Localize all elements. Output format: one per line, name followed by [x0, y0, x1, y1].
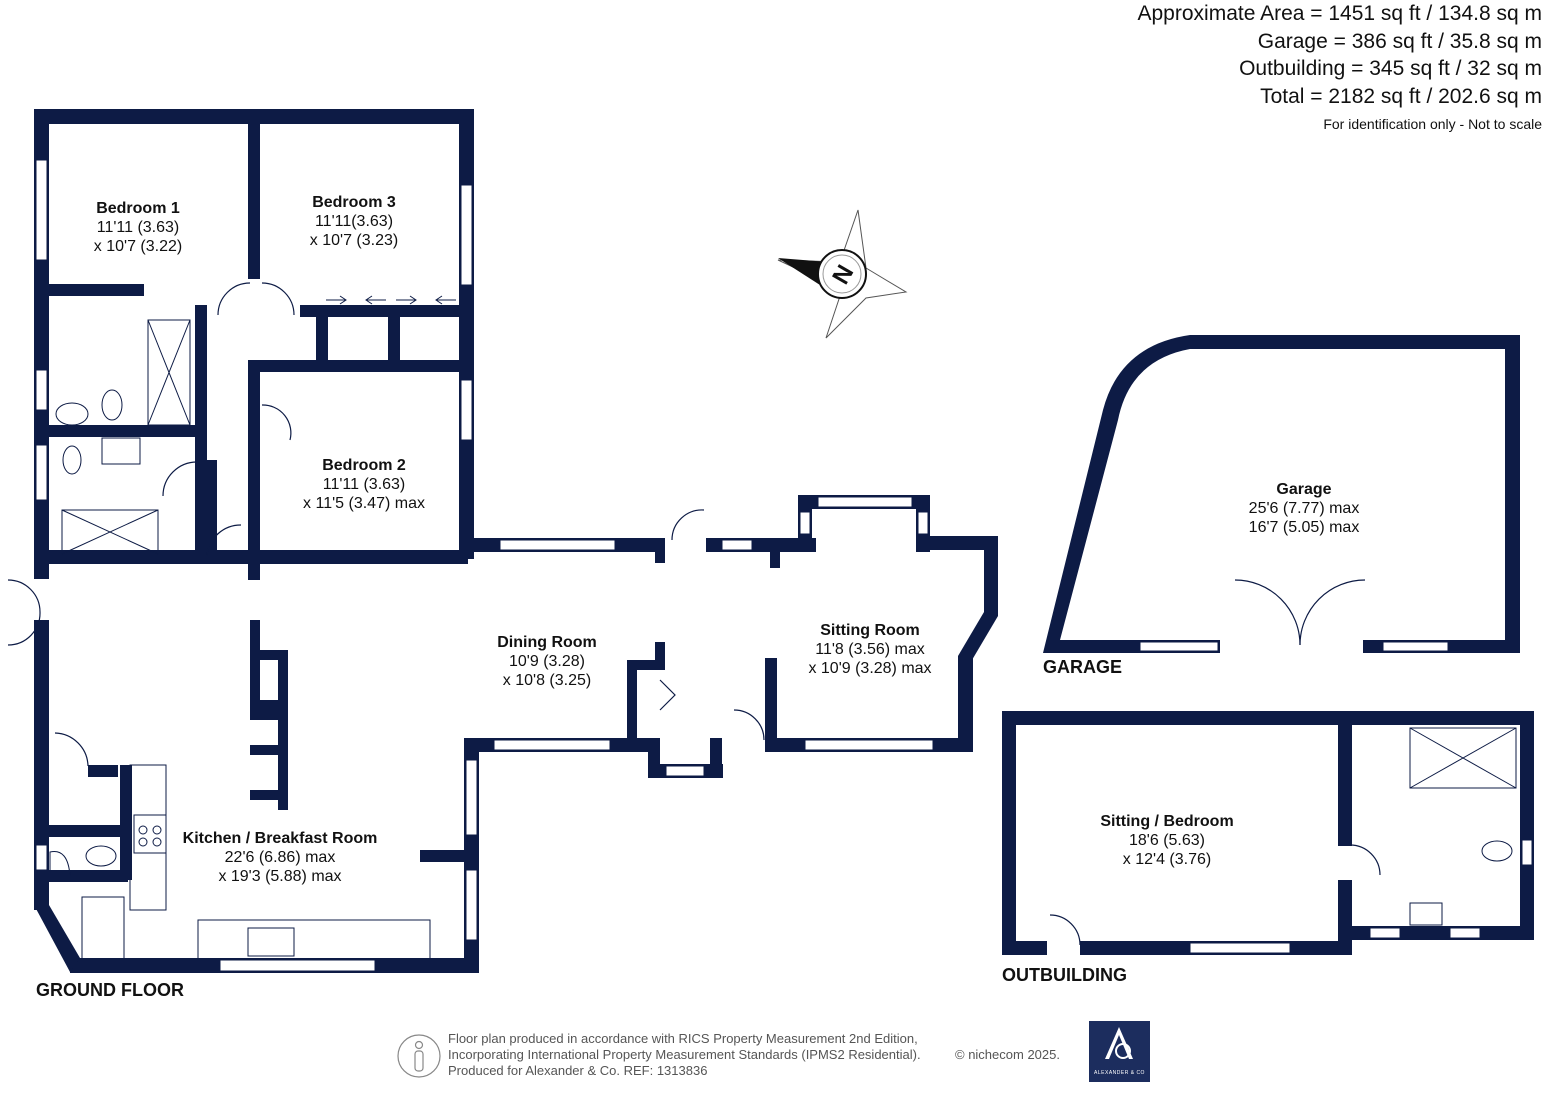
room-name: Bedroom 1 — [96, 200, 180, 217]
total-area: Total = 2182 sq ft / 202.6 sq m — [1260, 84, 1542, 108]
area-summary: Approximate Area = 1451 sq ft / 134.8 sq… — [1138, 0, 1543, 132]
outbuilding-floor-label: OUTBUILDING — [1002, 965, 1127, 985]
room-dim: x 12'4 (3.76) — [1122, 851, 1212, 868]
room-dim: x 19'3 (5.88) max — [218, 868, 342, 885]
room-name: Bedroom 3 — [312, 194, 396, 211]
room-label-kitchen: Kitchen / Breakfast Room 22'6 (6.86) max… — [183, 829, 378, 886]
logo-text: ALEXANDER & CO — [1094, 1070, 1145, 1076]
garage-area: Garage = 386 sq ft / 35.8 sq m — [1257, 29, 1542, 53]
room-name: Bedroom 2 — [322, 457, 406, 474]
garage-floor-label: GARAGE — [1043, 657, 1123, 677]
footer-line: Produced for Alexander & Co. REF: 131383… — [448, 1063, 708, 1078]
room-dim: x 10'8 (3.25) — [502, 672, 592, 689]
room-dim: 16'7 (5.05) max — [1248, 519, 1360, 536]
room-label-bedroom2: Bedroom 2 11'11 (3.63) x 11'5 (3.47) max — [303, 456, 425, 513]
room-dim: 11'8 (3.56) max — [815, 641, 925, 658]
room-dim: x 10'7 (3.22) — [93, 238, 183, 255]
room-name: Dining Room — [497, 634, 597, 651]
footer-note: Floor plan produced in accordance with R… — [448, 1031, 921, 1079]
room-dim: 11'11 (3.63) — [96, 219, 180, 236]
room-label-bedroom1: Bedroom 1 11'11 (3.63) x 10'7 (3.22) — [94, 199, 182, 256]
room-label-dining: Dining Room 10'9 (3.28) x 10'8 (3.25) — [497, 633, 597, 690]
logo-mark-icon — [1105, 1027, 1133, 1059]
room-dim: 10'9 (3.28) — [508, 653, 585, 670]
room-name: Sitting / Bedroom — [1100, 813, 1234, 830]
copyright: © nichecom 2025. — [955, 1047, 1060, 1062]
footer-line: Incorporating International Property Mea… — [448, 1047, 921, 1062]
room-label-sitting-bedroom: Sitting / Bedroom 18'6 (5.63) x 12'4 (3.… — [1100, 812, 1233, 869]
outbuilding-area: Outbuilding = 345 sq ft / 32 sq m — [1239, 57, 1542, 80]
room-label-garage: Garage 25'6 (7.77) max 16'7 (5.05) max — [1249, 480, 1360, 537]
room-name: Sitting Room — [820, 622, 920, 639]
ground-floor-label: GROUND FLOOR — [36, 980, 184, 1000]
room-dim: 11'11(3.63) — [314, 213, 394, 230]
room-label-sitting: Sitting Room 11'8 (3.56) max x 10'9 (3.2… — [808, 621, 931, 678]
room-dim: x 11'5 (3.47) max — [303, 495, 425, 512]
room-dim: 25'6 (7.77) max — [1248, 500, 1360, 517]
room-dim: 22'6 (6.86) max — [224, 849, 336, 866]
alexander-co-logo: ALEXANDER & CO — [1089, 1021, 1150, 1082]
room-dim: 11'11 (3.63) — [322, 476, 406, 493]
footer-line: Floor plan produced in accordance with R… — [448, 1031, 918, 1046]
room-name: Kitchen / Breakfast Room — [182, 830, 378, 847]
room-dim: 18'6 (5.63) — [1128, 832, 1205, 849]
approximate-area: Approximate Area = 1451 sq ft / 134.8 sq… — [1137, 2, 1543, 25]
compass-icon: N — [777, 209, 908, 339]
scale-note: For identification only - Not to scale — [1323, 116, 1542, 132]
room-label-bedroom3: Bedroom 3 11'11(3.63) x 10'7 (3.23) — [310, 193, 398, 250]
rics-person-icon — [397, 1034, 441, 1078]
room-dim: x 10'9 (3.28) max — [808, 660, 932, 677]
room-dim: x 10'7 (3.23) — [309, 232, 399, 249]
room-name: Garage — [1276, 481, 1332, 498]
